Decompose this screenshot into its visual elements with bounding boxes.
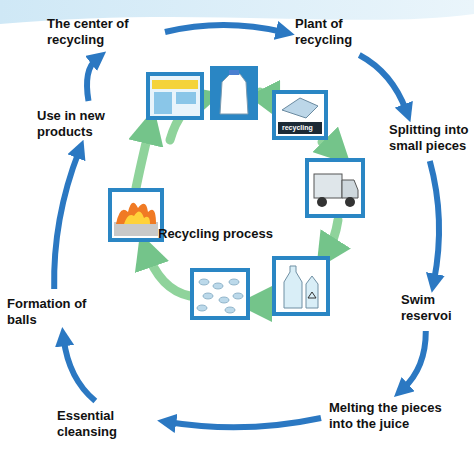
step-text: Use in new products	[37, 108, 131, 140]
step-label: Swim reservoi	[398, 290, 472, 326]
step-label: Plant of recycling	[292, 14, 388, 50]
flow-arrow	[359, 55, 406, 111]
fire-icon	[108, 188, 164, 242]
flow-arrow	[430, 161, 439, 281]
step-label: Melting the pieces into the juice	[326, 398, 458, 434]
step-label: The center of recycling	[44, 14, 160, 50]
pellets-icon	[190, 268, 250, 320]
flow-arrow	[64, 339, 96, 401]
step-text: Splitting into small pieces	[389, 122, 469, 154]
step-text: Essential cleansing	[57, 408, 157, 440]
step-text: The center of recycling	[47, 16, 157, 48]
flow-arrow	[403, 331, 426, 389]
flow-arrow	[87, 59, 97, 101]
jug-icon	[210, 66, 258, 120]
truck-icon	[305, 158, 365, 218]
flow-arrow	[165, 25, 283, 32]
step-label: Splitting into small pieces	[386, 120, 472, 156]
center-title: Recycling process	[158, 226, 273, 241]
icon-text: recycling	[282, 124, 313, 131]
step-text: Melting the pieces into the juice	[329, 400, 455, 432]
flow-arrow	[54, 151, 79, 289]
step-text: Swim reservoi	[401, 292, 469, 324]
step-label: Essential cleansing	[54, 406, 160, 442]
step-label: Formation of balls	[4, 294, 96, 330]
store-icon	[146, 72, 204, 120]
bottles-icon	[272, 256, 330, 316]
step-label: Use in new products	[34, 106, 134, 142]
step-text: Formation of balls	[7, 296, 93, 328]
step-text: Plant of recycling	[295, 16, 385, 48]
flow-arrow	[169, 418, 321, 427]
shredder-icon	[272, 90, 328, 140]
